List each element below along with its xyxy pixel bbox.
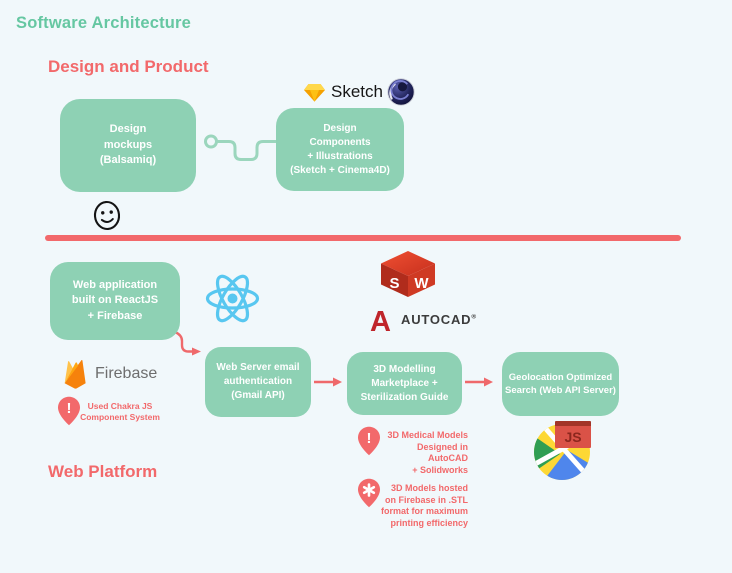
arrow-webserver-to-marketplace xyxy=(314,377,342,387)
design-tools-logos: Sketch xyxy=(304,76,415,108)
firebase-logo-label: Firebase xyxy=(95,365,158,382)
node-design-mockups: Design mockups (Balsamiq) xyxy=(60,99,196,192)
node-web-application: Web application built on ReactJS + Fireb… xyxy=(50,262,180,340)
asterisk-glyph xyxy=(362,483,376,497)
exclamation-pin-icon: ! xyxy=(358,426,380,456)
annotation-medical-models: 3D Medical Models Designed in AutoCAD + … xyxy=(387,430,468,476)
autocad-a-icon: A xyxy=(370,306,391,334)
annotation-chakra: Used Chakra JS Component System xyxy=(80,401,160,423)
node-geolocation-search-label: Geolocation Optimized Search (Web API Se… xyxy=(505,371,616,396)
autocad-logo-label: AUTOCAD® xyxy=(401,312,477,327)
autocad-a-glyph: A xyxy=(370,306,391,334)
exclamation-pin-icon: ! xyxy=(58,396,80,426)
node-modelling-marketplace: 3D Modelling Marketplace + Sterilization… xyxy=(347,352,462,415)
node-web-server-email-label: Web Server email authentication (Gmail A… xyxy=(216,362,300,401)
cinema4d-sphere-icon xyxy=(387,78,415,106)
sketch-diamond-icon xyxy=(304,83,325,102)
section-title-design-product: Design and Product xyxy=(48,57,209,76)
autocad-registered-mark: ® xyxy=(471,313,477,321)
node-web-application-label: Web application built on ReactJS + Fireb… xyxy=(71,278,159,322)
exclamation-glyph: ! xyxy=(367,430,372,447)
react-atom-icon xyxy=(205,274,260,323)
section-title-web-platform: Web Platform xyxy=(48,462,158,481)
page-title: Software Architecture xyxy=(16,14,192,32)
node-design-components-label: Design Components + Illustrations (Sketc… xyxy=(290,122,390,176)
sketch-logo-label: Sketch xyxy=(331,82,383,101)
smiley-face-icon xyxy=(93,200,121,231)
asterisk-pin-icon xyxy=(358,478,380,508)
autocad-logo: A AUTOCAD® xyxy=(365,304,477,334)
section-divider xyxy=(45,235,681,241)
firebase-logo: Firebase xyxy=(63,358,157,390)
node-modelling-marketplace-label: 3D Modelling Marketplace + Sterilization… xyxy=(360,363,449,403)
connector-design-link xyxy=(204,134,277,161)
javascript-badge: JS xyxy=(555,421,591,448)
arrow-webapp-to-webserver xyxy=(174,330,201,356)
solidworks-letter-s: S xyxy=(389,275,399,292)
node-geolocation-search: Geolocation Optimized Search (Web API Se… xyxy=(502,352,619,416)
arrow-marketplace-to-geolocation xyxy=(465,377,493,387)
node-web-server-email: Web Server email authentication (Gmail A… xyxy=(205,347,311,417)
firebase-flame-icon xyxy=(64,359,86,389)
autocad-wordmark: AUTOCAD xyxy=(401,311,472,327)
exclamation-glyph: ! xyxy=(67,400,72,417)
node-design-mockups-label: Design mockups (Balsamiq) xyxy=(99,123,157,167)
javascript-badge-label: JS xyxy=(564,429,582,445)
solidworks-letter-w: W xyxy=(414,275,429,292)
node-design-components: Design Components + Illustrations (Sketc… xyxy=(276,108,404,191)
annotation-model-hosting: 3D Models hosted on Firebase in .STL for… xyxy=(380,483,468,529)
solidworks-cube-icon: S W xyxy=(381,251,435,297)
